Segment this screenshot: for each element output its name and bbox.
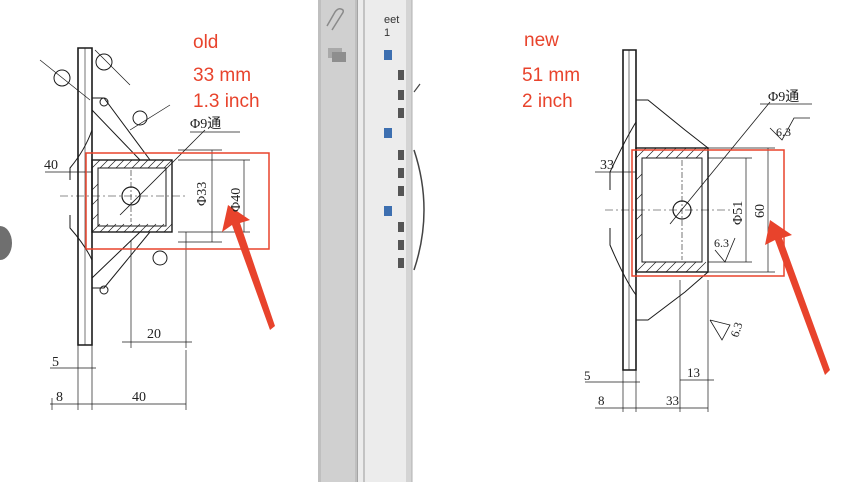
new-red-arrow [765, 220, 830, 375]
old-size-inch: 1.3 inch [193, 91, 260, 112]
sheet-icon[interactable] [384, 206, 392, 216]
new-hole-callout: Φ9通 [768, 89, 799, 105]
old-label: old [193, 32, 219, 53]
sheet-icon[interactable] [384, 128, 392, 138]
sheet-label: eet [384, 14, 400, 26]
new-size-inch: 2 inch [522, 91, 573, 112]
new-highlight-box [631, 149, 785, 277]
new-size-mm: 51 mm [522, 65, 581, 86]
pen-icon [413, 83, 421, 93]
new-dim-5: 5 [584, 368, 591, 383]
old-dim-d40: Φ40 [229, 188, 244, 212]
old-hole-callout: Φ9通 [190, 116, 221, 132]
old-red-arrow [222, 205, 275, 330]
new-drawing-panel: Φ9通 6.3 33 Φ51 60 6.3 6.3 13 5 8 33 new … [430, 0, 863, 482]
new-dim-13: 13 [687, 365, 700, 380]
old-dim-5: 5 [52, 355, 59, 370]
sheet-icon[interactable] [384, 50, 392, 60]
new-label: new [524, 30, 559, 51]
old-part-drawing: 40 Φ9通 Φ33 Φ40 20 5 8 40 [39, 47, 275, 410]
sidebar-graphics [318, 0, 430, 482]
old-dim-40-top: 40 [44, 158, 58, 173]
old-dim-8: 8 [56, 390, 63, 405]
paperclip-icon[interactable] [326, 8, 345, 31]
old-highlight-box [85, 152, 270, 250]
new-roughness-2: 6.3 [714, 236, 729, 250]
old-drawing-panel: 40 Φ9通 Φ33 Φ40 20 5 8 40 old 33 mm 1.3 i… [0, 0, 318, 482]
new-dim-60: 60 [753, 204, 768, 218]
old-size-mm: 33 mm [193, 65, 252, 86]
new-dim-33-bottom: 33 [666, 393, 679, 408]
old-dim-40-bottom: 40 [132, 390, 146, 405]
old-dim-20: 20 [147, 327, 161, 342]
old-dim-d33: Φ33 [195, 182, 210, 206]
new-dim-d51: Φ51 [731, 201, 746, 225]
previous-image-button[interactable] [0, 226, 12, 260]
curve-tool-icon [413, 149, 425, 271]
new-dim-8: 8 [598, 393, 605, 408]
layers-icon[interactable] [328, 48, 346, 62]
sheet-number: 1 [384, 27, 391, 39]
new-dim-33-top: 33 [600, 158, 614, 173]
viewer-sidebar: eet 1 [318, 0, 430, 482]
new-part-drawing: Φ9通 6.3 33 Φ51 60 6.3 6.3 13 5 8 33 [584, 49, 830, 412]
new-roughness-1: 6.3 [776, 125, 791, 139]
new-roughness-3: 6.3 [728, 320, 746, 339]
